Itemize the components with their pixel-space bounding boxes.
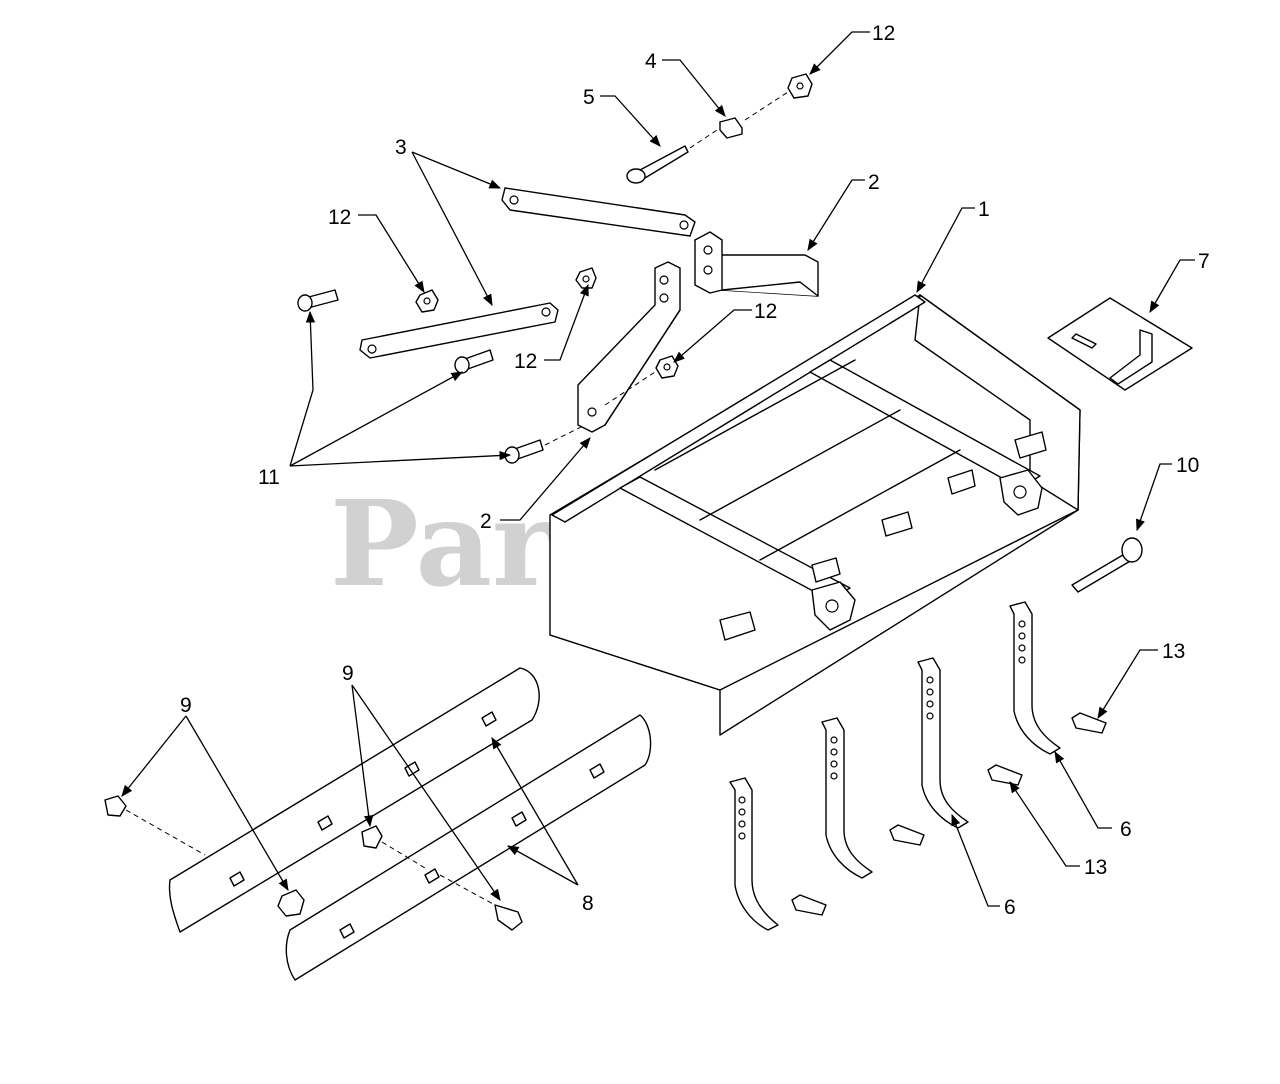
- part-9-bolt-mid: [361, 825, 426, 869]
- part-11-pin-b: [454, 349, 494, 374]
- callout-6-right: 6: [1120, 818, 1132, 841]
- part-12-nut-top: [744, 73, 813, 121]
- callout-6-lower: 6: [1004, 896, 1016, 919]
- part-6-shank-3: [917, 657, 969, 829]
- callout-13-lower: 13: [1084, 856, 1107, 879]
- part-12-nut-mid: [575, 267, 597, 289]
- callout-2-lower: 2: [480, 510, 492, 533]
- part-12-nut-left: [415, 289, 439, 313]
- callout-1: 1: [978, 198, 990, 221]
- leaders: [121, 31, 1195, 907]
- part-6-shank-4: [1009, 601, 1061, 755]
- callout-13-upper: 13: [1162, 640, 1185, 663]
- part-13-tooth-1: [791, 894, 827, 916]
- part-2-bracket-left: [577, 261, 681, 433]
- callout-11: 11: [258, 466, 280, 489]
- callout-4: 4: [645, 50, 657, 73]
- callout-12-left: 12: [328, 206, 351, 229]
- callout-2-upper: 2: [868, 171, 880, 194]
- part-10-bolt: [1071, 537, 1143, 593]
- part-13-tooth-4: [1071, 712, 1107, 734]
- part-6-shank-2: [821, 717, 873, 879]
- callout-7: 7: [1198, 250, 1210, 273]
- callout-8: 8: [582, 892, 594, 915]
- part-11-pin-a: [297, 289, 339, 312]
- part-12-nut-right: [604, 355, 679, 406]
- callout-9-left: 9: [180, 694, 192, 717]
- callout-10: 10: [1176, 454, 1199, 477]
- part-9-bolt-left: [104, 795, 206, 856]
- callout-12-top: 12: [872, 22, 895, 45]
- part-13-tooth-2: [889, 824, 925, 846]
- callout-5: 5: [583, 86, 595, 109]
- callout-labels: 1 2 2 3 4 5 6 6 7 8 9 9 10 11 12 12 12 1…: [180, 22, 1210, 919]
- callout-12-right: 12: [754, 300, 777, 323]
- callout-3: 3: [395, 136, 407, 159]
- part-11-pin-c: [504, 424, 586, 464]
- part-6-shank-1: [729, 777, 779, 931]
- part-5-bolt: [626, 127, 721, 184]
- part-3-link-upper: [501, 187, 696, 237]
- part-3-link-lower: [359, 302, 559, 359]
- part-1-blade-frame: [549, 294, 1081, 736]
- part-13-tooth-3: [987, 764, 1023, 786]
- part-8-cutting-edge-rear: [168, 667, 540, 933]
- part-9-bolt-right: [439, 874, 523, 931]
- part-9-nut-left: [277, 889, 305, 917]
- part-8-cutting-edge-front: [285, 714, 652, 981]
- callout-12-mid: 12: [514, 350, 537, 373]
- part-4-spacer: [719, 117, 743, 139]
- part-7-hardware-bag: [1047, 297, 1193, 391]
- part-2-bracket-right: [694, 231, 819, 297]
- callout-9-mid: 9: [342, 662, 354, 685]
